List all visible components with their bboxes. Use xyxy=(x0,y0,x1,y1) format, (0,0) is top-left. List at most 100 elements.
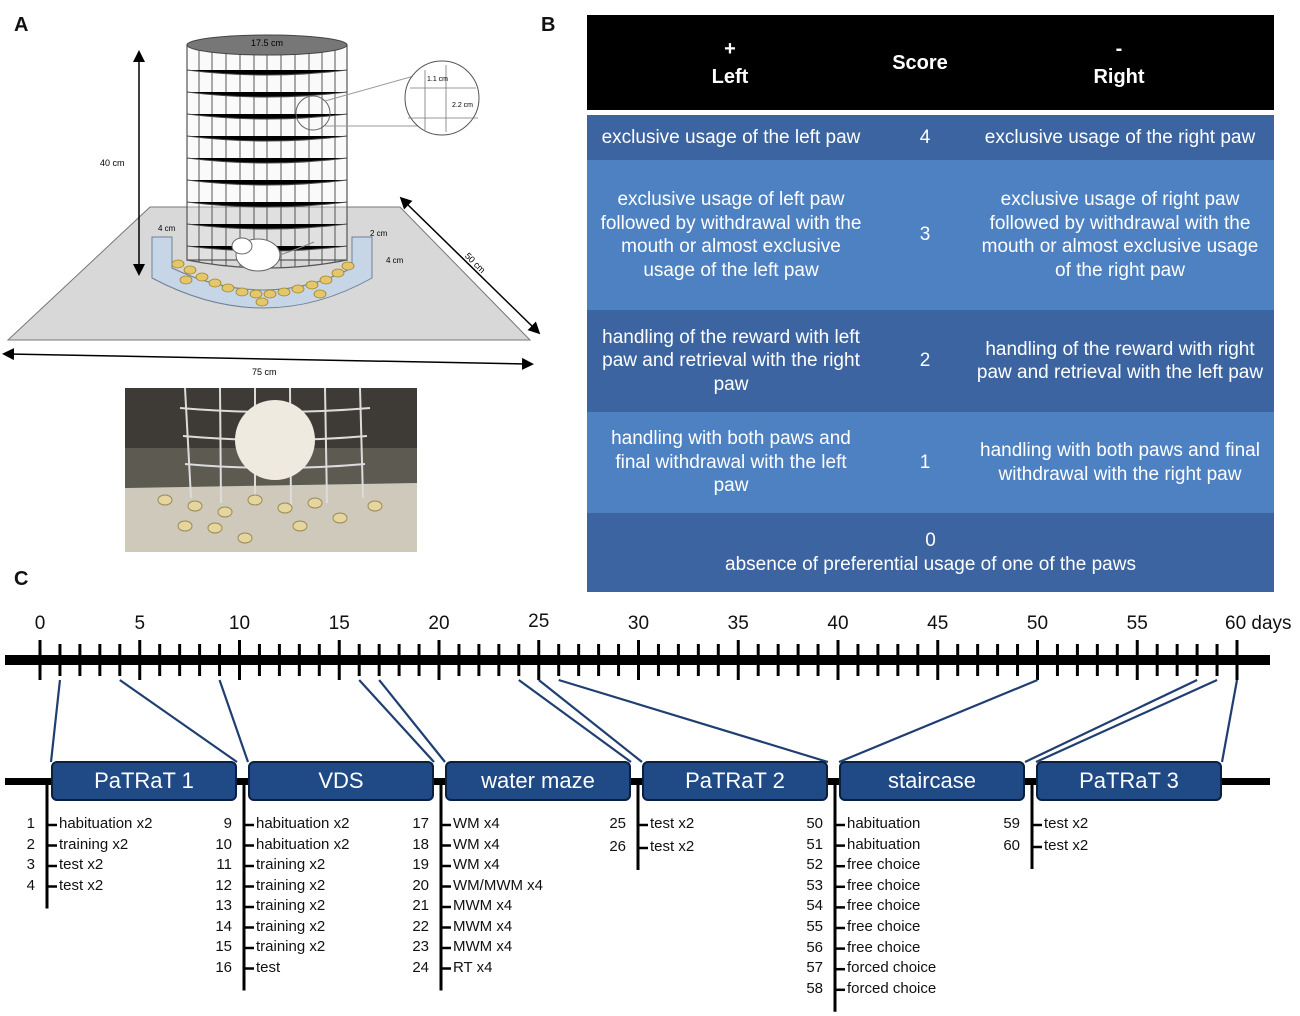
row-score: 1 xyxy=(919,451,931,473)
phase-connector xyxy=(218,679,250,763)
day-number: 26 xyxy=(609,838,626,855)
day-activity: training x2 xyxy=(256,876,326,894)
day-activity: test x2 xyxy=(650,815,695,832)
day-number: 2 xyxy=(26,835,35,853)
day-activity: test x2 xyxy=(59,876,104,894)
panel-letter-a: A xyxy=(14,14,29,36)
tray-right-h-label: 4 cm xyxy=(386,256,404,265)
day-number: 11 xyxy=(216,856,232,873)
reward-pellets xyxy=(171,259,355,307)
day-number: 3 xyxy=(26,856,35,873)
tick-label: 10 xyxy=(228,613,251,634)
tick-label: 5 xyxy=(134,613,146,634)
tick-label: 45 xyxy=(927,613,949,634)
day-activity: WM/MWM x4 xyxy=(453,876,543,894)
day-activity: free choice xyxy=(847,897,921,915)
day-activity: MWM x4 xyxy=(453,938,513,955)
day-number: 57 xyxy=(806,959,823,977)
day-number: 50 xyxy=(806,815,823,832)
day-activity: habituation x2 xyxy=(59,815,153,832)
phase-box: staircase xyxy=(839,761,1025,801)
rat-sketch xyxy=(231,237,315,272)
day-activity: WM x4 xyxy=(453,835,500,853)
day-activity: WM x4 xyxy=(453,856,500,873)
phase-axis xyxy=(5,778,1270,785)
day-number: 14 xyxy=(215,917,232,935)
row-right-text: exclusive usage of the right paw xyxy=(984,126,1256,148)
tray-left-label: 4 cm xyxy=(158,224,176,233)
day-activity: test x2 xyxy=(1044,815,1089,832)
row-right-text: handling with both paws and final withdr… xyxy=(980,440,1260,485)
day-number: 54 xyxy=(806,897,823,915)
score-row-2: handling of the reward with left paw and… xyxy=(587,310,1274,412)
phase-connectors xyxy=(49,678,1239,764)
height-label: 40 cm xyxy=(100,158,125,168)
day-activity: test x2 xyxy=(650,838,695,855)
day-number: 23 xyxy=(412,938,429,955)
depth-arrow xyxy=(399,196,541,335)
day-number: 9 xyxy=(223,815,232,832)
day-number: 55 xyxy=(806,918,823,935)
day-activity: MWM x4 xyxy=(453,897,513,914)
day-number: 21 xyxy=(412,897,429,914)
day-activity: test x2 xyxy=(59,856,104,873)
phase-connector xyxy=(1220,679,1239,763)
rat-photo xyxy=(235,400,315,480)
day-number: 17 xyxy=(412,815,429,832)
day-number: 56 xyxy=(806,938,823,956)
magnify-detail xyxy=(404,60,480,136)
day-number: 15 xyxy=(215,938,232,955)
day-number: 59 xyxy=(1003,815,1020,832)
day-activity: training x2 xyxy=(59,835,129,853)
day-number: 18 xyxy=(412,835,429,853)
cylinder-mesh xyxy=(186,45,348,268)
day-number: 10 xyxy=(215,835,232,853)
day-activity: RT x4 xyxy=(453,958,493,976)
score-row-4: exclusive usage of the left paw 4 exclus… xyxy=(587,115,1274,160)
day-activity: training x2 xyxy=(256,897,326,914)
magnify-source xyxy=(295,95,331,131)
score-row-3: exclusive usage of left paw followed by … xyxy=(587,160,1274,310)
day-number: 16 xyxy=(215,958,232,976)
tick-label-last: 60 days xyxy=(1225,613,1292,634)
day-activity: free choice xyxy=(847,938,921,956)
phase-box: VDS xyxy=(248,761,434,801)
score-table-header: + Left Score - Right xyxy=(587,15,1274,110)
day-activity: training x2 xyxy=(256,938,326,955)
tick-label: 0 xyxy=(34,613,46,634)
day-activity: WM x4 xyxy=(453,815,500,832)
day-activity: training x2 xyxy=(256,917,326,935)
day-number: 58 xyxy=(806,979,823,997)
phase-box: PaTRaT 1 xyxy=(51,761,237,801)
phase-connector xyxy=(558,678,829,764)
day-activity: free choice xyxy=(847,876,921,894)
day-activity: MWM x4 xyxy=(453,917,513,935)
row-left-text: exclusive usage of left paw followed by … xyxy=(600,189,862,281)
day-activity: forced choice xyxy=(847,979,937,997)
phase-connector xyxy=(378,679,446,763)
day-number: 1 xyxy=(26,815,35,832)
row-left-text: handling with both paws and final withdr… xyxy=(611,428,851,497)
tick-label: 55 xyxy=(1126,613,1148,634)
score-row-0: 0 absence of preferential usage of one o… xyxy=(587,513,1274,592)
day-activity: habituation xyxy=(847,835,921,853)
day-number: 25 xyxy=(609,815,626,832)
row-left-text: exclusive usage of the left paw xyxy=(601,126,861,148)
row-text: absence of preferential usage of one of … xyxy=(725,553,1136,575)
left-header: Left xyxy=(711,66,749,88)
row-left-text: handling of the reward with left paw and… xyxy=(602,326,860,395)
phase-connector xyxy=(1024,679,1198,763)
day-number: 20 xyxy=(412,876,429,894)
day-activity: training x2 xyxy=(256,856,326,873)
right-header: Right xyxy=(1093,66,1145,88)
timeline-diagram xyxy=(5,640,1270,1012)
phase-connector xyxy=(119,679,238,763)
tick-label: 30 xyxy=(627,613,650,634)
day-activity: free choice xyxy=(847,856,921,874)
width-arrow xyxy=(2,348,534,370)
tick-label: 15 xyxy=(328,613,350,634)
day-activity: forced choice xyxy=(847,959,937,977)
tick-label: 40 xyxy=(827,613,849,634)
day-number: 19 xyxy=(412,856,429,873)
phase-box: PaTRaT 2 xyxy=(642,761,828,801)
